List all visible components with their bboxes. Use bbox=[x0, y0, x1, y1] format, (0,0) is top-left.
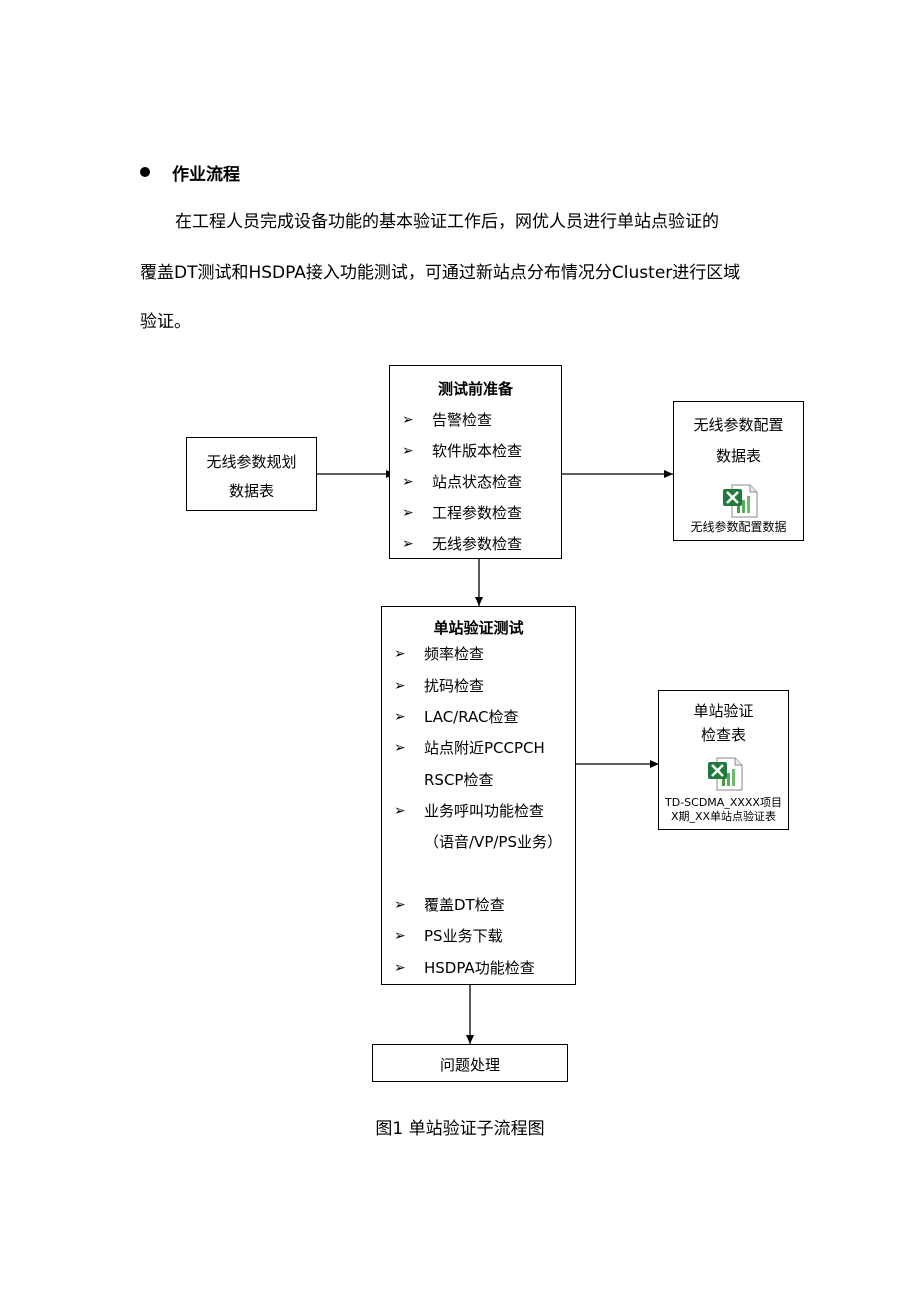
input-box-line2: 数据表 bbox=[228, 482, 274, 500]
check-box-line1: 单站验证 bbox=[693, 702, 754, 720]
check-file-label-line2: X期_XX单站点验证表 bbox=[670, 810, 777, 823]
arrowhead-bullet-icon: ➢ bbox=[394, 708, 406, 725]
config-box: 无线参数配置 数据表 无线参数配置数据 bbox=[673, 401, 804, 541]
excel-file-icon bbox=[723, 484, 758, 518]
arrowhead-bullet-icon: ➢ bbox=[394, 645, 406, 662]
test-item: ➢频率检查 bbox=[394, 645, 485, 663]
prep-box: 测试前准备 ➢告警检查 ➢软件版本检查 ➢站点状态检查 ➢工程参数检查 ➢无线参… bbox=[389, 365, 562, 559]
arrowhead-bullet-icon: ➢ bbox=[402, 442, 414, 459]
input-box-line1: 无线参数规划 bbox=[206, 453, 297, 471]
arrowhead-bullet-icon: ➢ bbox=[394, 959, 406, 976]
prep-item: ➢站点状态检查 bbox=[402, 473, 523, 491]
arrowhead-bullet-icon: ➢ bbox=[394, 677, 406, 694]
input-box-radio-planning: 无线参数规划 数据表 bbox=[186, 437, 317, 511]
issue-box: 问题处理 bbox=[372, 1044, 568, 1082]
check-file-label-line1: TD-SCDMA_XXXX项目 bbox=[665, 796, 782, 809]
issue-box-label: 问题处理 bbox=[439, 1056, 500, 1074]
excel-file-icon bbox=[708, 757, 743, 791]
paragraph-line-2: 覆盖DT测试和HSDPA接入功能测试，可通过新站点分布情况分Cluster进行区… bbox=[140, 263, 741, 283]
test-item: ➢站点附近PCCPCH bbox=[394, 739, 545, 757]
arrowhead-bullet-icon: ➢ bbox=[394, 802, 406, 819]
arrowhead-bullet-icon: ➢ bbox=[394, 896, 406, 913]
test-item-continuation: （语音/VP/PS业务） bbox=[424, 833, 562, 851]
test-item: ➢LAC/RAC检查 bbox=[394, 708, 519, 726]
paragraph-line-1: 在工程人员完成设备功能的基本验证工作后，网优人员进行单站点验证的 bbox=[175, 212, 719, 232]
config-box-line1: 无线参数配置 bbox=[693, 416, 784, 434]
section-heading: 作业流程 bbox=[140, 158, 240, 186]
prep-box-title: 测试前准备 bbox=[437, 380, 513, 398]
test-box-title: 单站验证测试 bbox=[433, 619, 524, 637]
arrowhead-bullet-icon: ➢ bbox=[402, 473, 414, 490]
test-item: ➢业务呼叫功能检查 bbox=[394, 802, 545, 820]
arrowhead-bullet-icon: ➢ bbox=[402, 535, 414, 552]
test-box: 单站验证测试 ➢频率检查 ➢扰码检查 ➢LAC/RAC检查 ➢站点附近PCCPC… bbox=[381, 606, 576, 985]
check-box: 单站验证 检查表 TD-SCDMA_XXXX项目 X期_XX单站点验证表 bbox=[658, 690, 789, 830]
arrowhead-bullet-icon: ➢ bbox=[394, 739, 406, 756]
arrowhead-bullet-icon: ➢ bbox=[402, 411, 414, 428]
test-item: ➢覆盖DT检查 bbox=[394, 896, 505, 914]
config-box-line2: 数据表 bbox=[715, 447, 761, 465]
prep-item: ➢工程参数检查 bbox=[402, 504, 523, 522]
check-box-line2: 检查表 bbox=[700, 726, 746, 744]
config-file-label: 无线参数配置数据 bbox=[690, 520, 787, 534]
prep-item: ➢软件版本检查 bbox=[402, 442, 523, 460]
section-heading-text: 作业流程 bbox=[172, 164, 240, 185]
bullet-dot-icon bbox=[140, 167, 150, 177]
arrowhead-bullet-icon: ➢ bbox=[394, 927, 406, 944]
test-item-continuation: RSCP检查 bbox=[424, 771, 494, 789]
test-item: ➢扰码检查 bbox=[394, 677, 485, 695]
test-item: ➢PS业务下载 bbox=[394, 927, 503, 945]
arrowhead-bullet-icon: ➢ bbox=[402, 504, 414, 521]
prep-item: ➢无线参数检查 bbox=[402, 535, 523, 553]
prep-item: ➢告警检查 bbox=[402, 411, 493, 429]
test-item: ➢HSDPA功能检查 bbox=[394, 959, 535, 977]
figure-caption: 图1 单站验证子流程图 bbox=[375, 1119, 545, 1139]
paragraph-line-3: 验证。 bbox=[140, 312, 191, 332]
